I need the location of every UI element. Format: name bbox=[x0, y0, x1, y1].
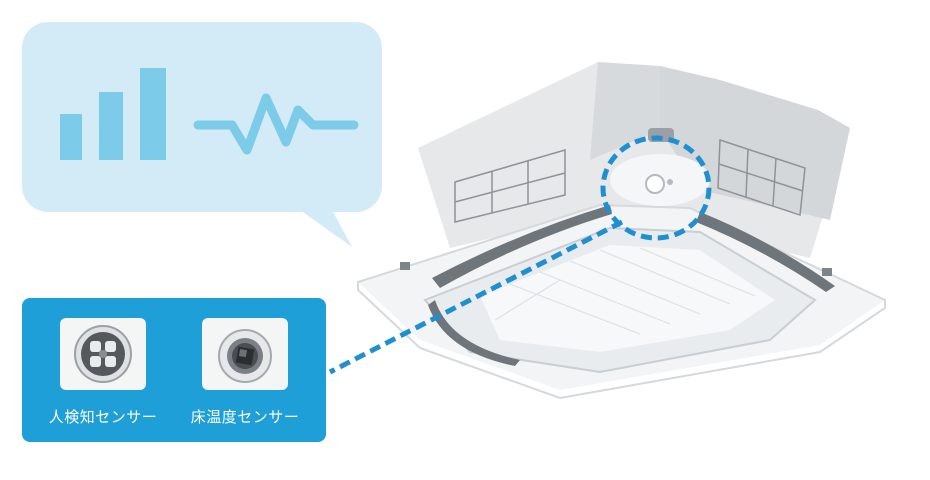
cassette-air-conditioner bbox=[357, 62, 886, 400]
speech-bubble bbox=[22, 22, 382, 247]
sensor-panel: 人検知センサー 床温度センサー bbox=[22, 298, 326, 442]
waveform-icon bbox=[193, 93, 359, 155]
signal-bars-icon bbox=[60, 68, 166, 160]
human-detection-sensor-label: 人検知センサー bbox=[48, 408, 158, 426]
floor-temperature-sensor-icon bbox=[202, 318, 288, 390]
sensor-highlight-circle bbox=[600, 135, 712, 241]
leader-line bbox=[328, 219, 624, 375]
floor-temperature-sensor-label: 床温度センサー bbox=[190, 408, 300, 426]
human-detection-sensor-icon bbox=[60, 318, 146, 390]
